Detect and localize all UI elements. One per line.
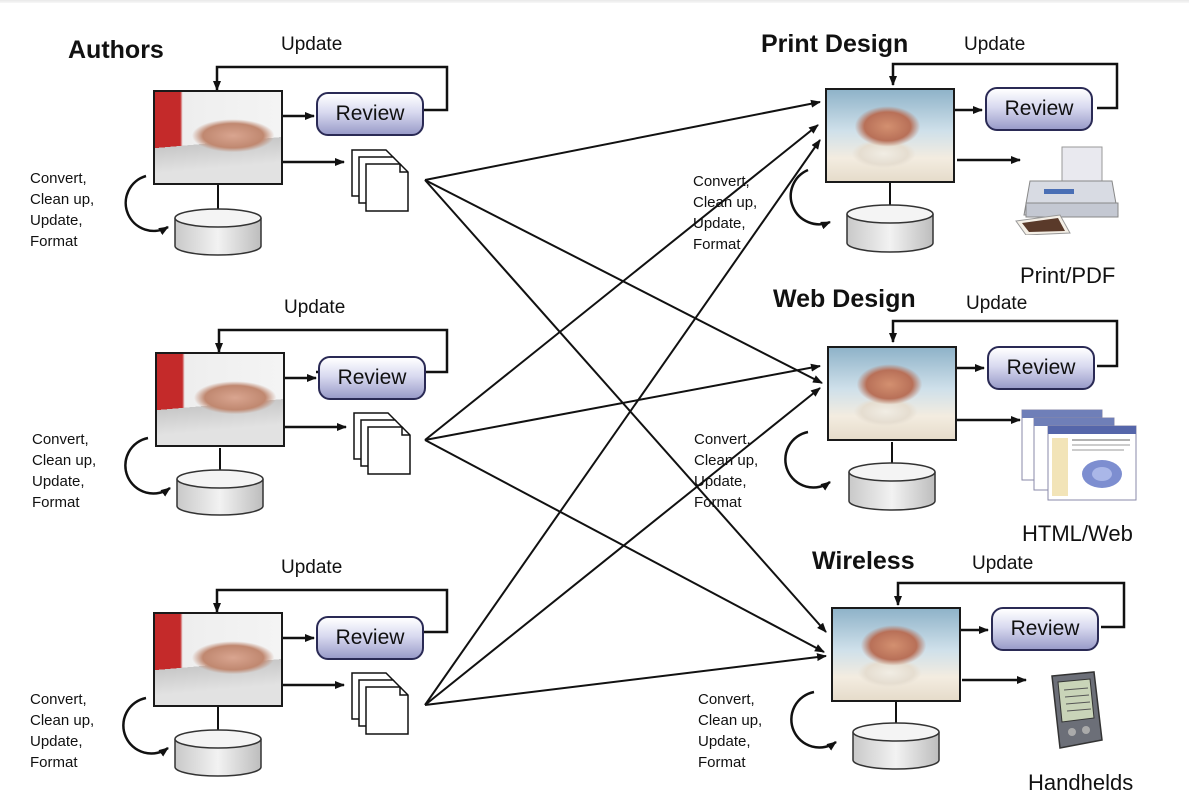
database-icon [848, 462, 936, 511]
handheld-icon [1051, 671, 1103, 749]
docs1-to-wireless [424, 179, 827, 633]
database-icon [846, 204, 934, 253]
authors-heading: Authors [68, 36, 164, 64]
step-convert: Convert, [698, 691, 755, 708]
update-loop-arrow [889, 319, 1119, 368]
process-steps: Convert, Clean up, Update, Format [30, 689, 94, 773]
review-box-author-1: Review [316, 92, 424, 136]
step-update: Update, [698, 733, 751, 750]
step-update: Update, [694, 473, 747, 490]
author-monitor-3 [153, 612, 283, 707]
update-label: Update [964, 34, 1026, 55]
review-box-wireless: Review [991, 607, 1099, 651]
update-label: Update [281, 34, 343, 55]
database-icon [174, 208, 262, 256]
author-station-3 [122, 588, 449, 777]
database-icon [852, 722, 940, 770]
step-update: Update, [30, 212, 83, 229]
step-update: Update, [32, 473, 85, 490]
process-steps: Convert, Clean up, Update, Format [32, 429, 96, 513]
docs1-to-print [424, 99, 821, 181]
update-label: Update [284, 297, 346, 318]
step-format: Format [698, 754, 746, 771]
print-design-monitor [825, 88, 955, 183]
cycle-arrow-icon [122, 696, 169, 757]
docs3-to-wireless [424, 653, 827, 706]
process-steps: Convert, Clean up, Update, Format [30, 168, 94, 252]
printer-icon [1015, 146, 1119, 235]
cycle-arrow-icon [784, 430, 831, 491]
print-design-station [789, 62, 1119, 253]
update-loop-arrow [894, 581, 1126, 629]
review-box-author-3: Review [316, 616, 424, 660]
update-label: Update [966, 293, 1028, 314]
step-update: Update, [30, 733, 83, 750]
step-format: Format [30, 233, 78, 250]
process-steps: Convert, Clean up, Update, Format [694, 429, 758, 513]
cycle-arrow-icon [790, 690, 837, 751]
docs2-to-print [424, 124, 819, 441]
step-clean-up: Clean up, [30, 191, 95, 208]
step-update: Update, [693, 215, 746, 232]
step-format: Format [30, 754, 78, 771]
documents-icon [351, 672, 409, 735]
distribution-arrows [424, 99, 827, 706]
docs2-to-web [424, 363, 821, 441]
cycle-arrow-icon [124, 436, 171, 497]
step-convert: Convert, [30, 170, 87, 187]
step-format: Format [694, 494, 742, 511]
step-clean-up: Clean up, [698, 712, 763, 729]
print-pdf-label: Print/PDF [1020, 263, 1116, 288]
database-icon [176, 469, 264, 516]
wireless-station [790, 581, 1126, 770]
review-box-web: Review [987, 346, 1095, 390]
web-design-monitor [827, 346, 957, 441]
wireless-monitor [831, 607, 961, 702]
process-steps: Convert, Clean up, Update, Format [698, 689, 762, 773]
step-convert: Convert, [694, 431, 751, 448]
step-convert: Convert, [32, 431, 89, 448]
docs3-to-web [424, 387, 821, 706]
author-monitor-1 [153, 90, 283, 185]
step-clean-up: Clean up, [694, 452, 759, 469]
print-design-heading: Print Design [761, 30, 909, 58]
step-clean-up: Clean up, [30, 712, 95, 729]
documents-icon [353, 412, 411, 475]
handhelds-label: Handhelds [1028, 770, 1134, 795]
html-web-label: HTML/Web [1022, 521, 1133, 546]
author-station-1 [124, 65, 449, 256]
cycle-arrow-icon [124, 174, 169, 236]
wireless-heading: Wireless [812, 547, 915, 575]
update-label: Update [972, 553, 1034, 574]
documents-icon [351, 149, 409, 212]
process-steps: Convert, Clean up, Update, Format [693, 171, 757, 255]
step-clean-up: Clean up, [32, 452, 97, 469]
cycle-arrow-icon [789, 168, 831, 230]
web-pages-icon [1021, 409, 1137, 501]
author-monitor-2 [155, 352, 285, 447]
web-design-station [784, 319, 1119, 511]
review-box-print: Review [985, 87, 1093, 131]
database-icon [174, 729, 262, 777]
update-loop-arrow [889, 62, 1119, 110]
step-clean-up: Clean up, [693, 194, 758, 211]
step-convert: Convert, [30, 691, 87, 708]
review-box-author-2: Review [318, 356, 426, 400]
step-format: Format [693, 236, 741, 253]
step-format: Format [32, 494, 80, 511]
top-border [0, 0, 1189, 3]
update-label: Update [281, 557, 343, 578]
docs3-to-print [424, 139, 821, 706]
step-convert: Convert, [693, 173, 750, 190]
web-design-heading: Web Design [773, 285, 916, 313]
